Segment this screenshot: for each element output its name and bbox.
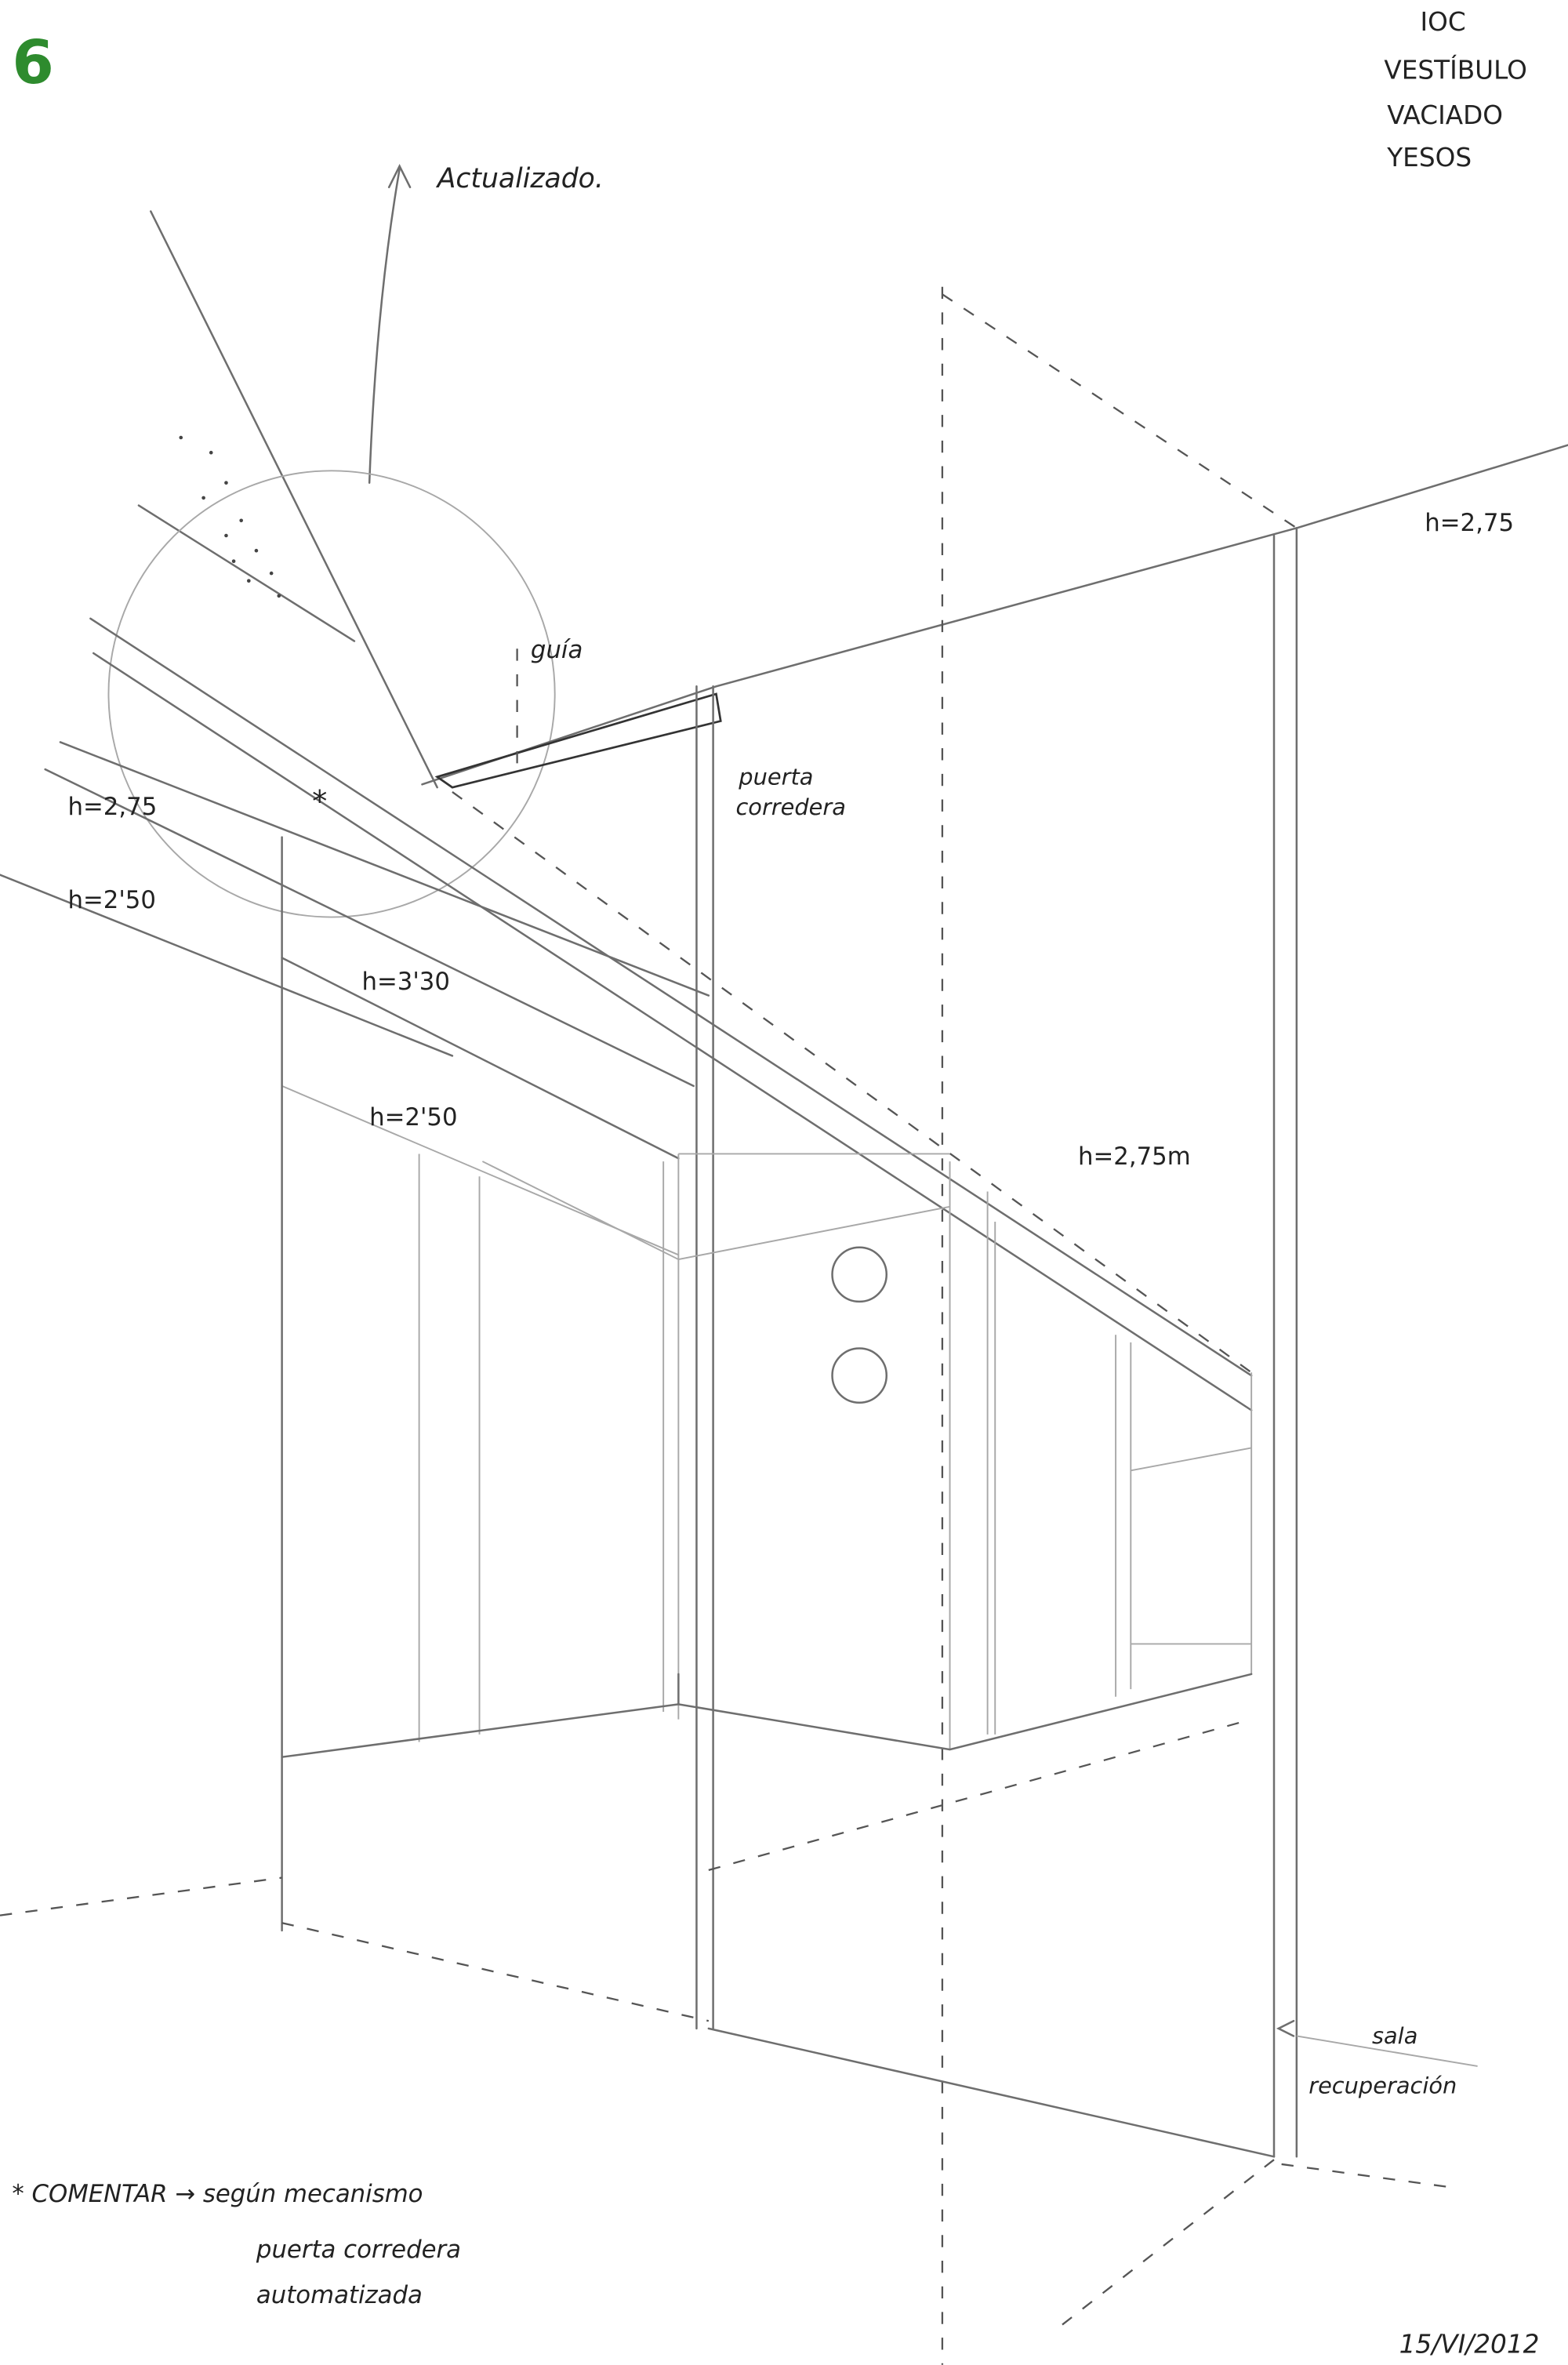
label-asterisk: * bbox=[312, 784, 327, 819]
label-actualizado: Actualizado. bbox=[436, 163, 604, 194]
label-h-275-left: h=2,75 bbox=[68, 793, 158, 821]
label-sala: sala bbox=[1372, 2022, 1417, 2049]
stipple-shading bbox=[179, 435, 281, 598]
title-block: IOC VESTÍBULO VACIADO YESOS bbox=[1384, 7, 1527, 173]
label-h-250-left: h=2'50 bbox=[68, 886, 156, 914]
label-h-330: h=3'30 bbox=[362, 968, 450, 996]
porthole-upper bbox=[831, 1246, 888, 1303]
title-line: IOC bbox=[1421, 7, 1466, 37]
label-guia: guía bbox=[531, 636, 583, 664]
title-line: VESTÍBULO bbox=[1384, 55, 1527, 85]
label-h-250-inner: h=2'50 bbox=[369, 1103, 457, 1132]
note-line: puerta corredera bbox=[256, 2236, 461, 2264]
porthole-lower bbox=[831, 1347, 888, 1404]
label-puerta: puerta bbox=[738, 763, 813, 790]
label-h-275m: h=2,75m bbox=[1078, 1143, 1191, 1171]
title-line: YESOS bbox=[1386, 143, 1472, 173]
date: 15/VI/2012 bbox=[1399, 2329, 1540, 2359]
sketch-lines bbox=[0, 164, 1568, 2365]
label-corredera: corredera bbox=[735, 794, 845, 820]
note-comentar: * COMENTAR → según mecanismo puerta corr… bbox=[12, 2180, 461, 2309]
label-h-275-right: h=2,75 bbox=[1425, 509, 1514, 537]
title-line: VACIADO bbox=[1387, 100, 1503, 130]
label-recuperacion: recuperación bbox=[1308, 2073, 1457, 2099]
sheet-number: 6 bbox=[12, 28, 54, 98]
note-line: * COMENTAR → según mecanismo bbox=[12, 2180, 423, 2208]
note-line: automatizada bbox=[256, 2281, 423, 2309]
